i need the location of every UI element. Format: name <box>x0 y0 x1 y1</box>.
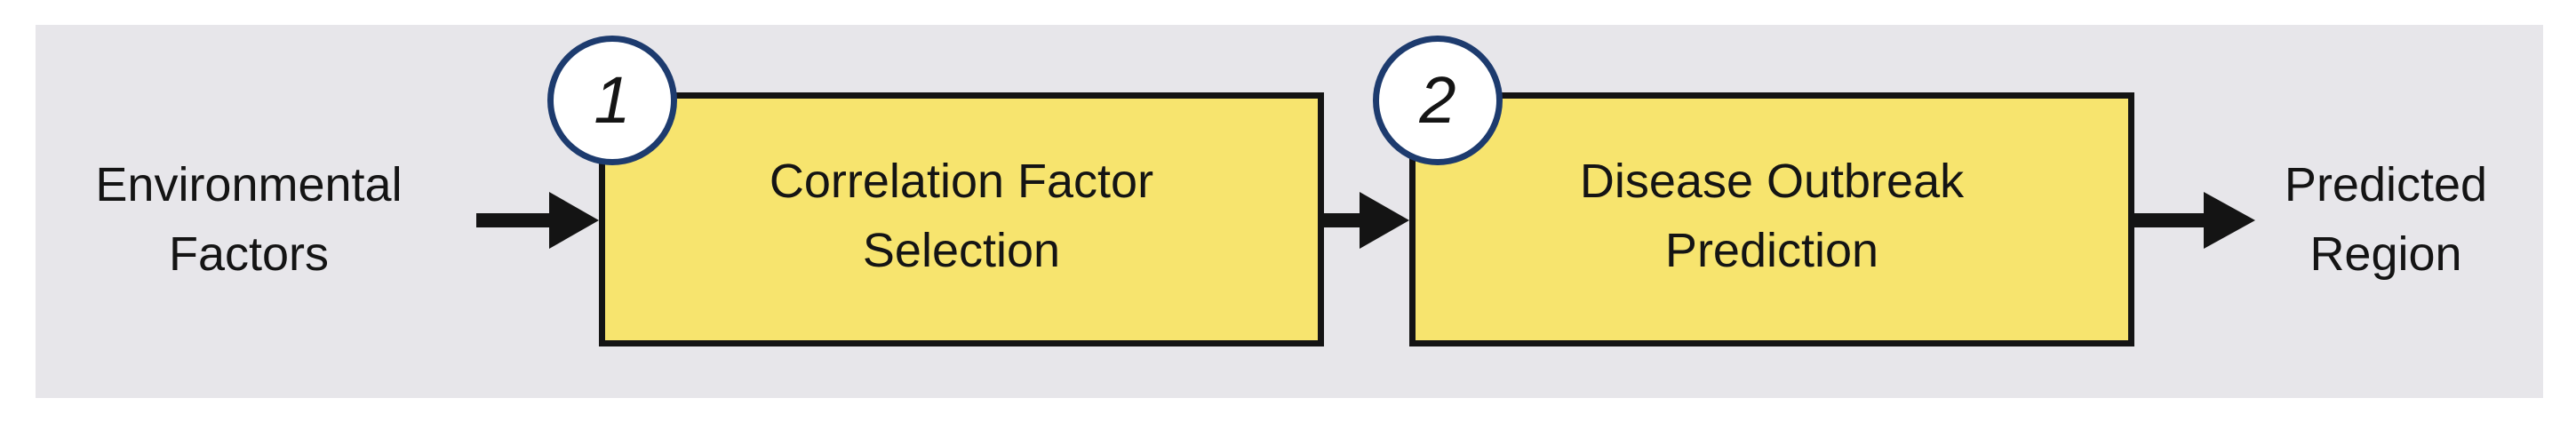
step-2-label: Disease Outbreak Prediction <box>1579 155 1965 277</box>
step-box-disease-outbreak-prediction: Disease Outbreak Prediction <box>1409 92 2134 346</box>
step-2-badge: 2 <box>1373 36 1503 165</box>
input-arrow <box>476 192 599 249</box>
step-1-badge: 1 <box>547 36 677 165</box>
output-arrow <box>2134 192 2255 249</box>
step-box-correlation-factor-selection: Correlation Factor Selection <box>599 92 1324 346</box>
step-1-label: Correlation Factor Selection <box>769 155 1154 277</box>
step-connector-arrow <box>1324 192 1409 249</box>
input-label: Environmental Factors <box>95 158 403 281</box>
output-label: Predicted Region <box>2284 158 2488 281</box>
